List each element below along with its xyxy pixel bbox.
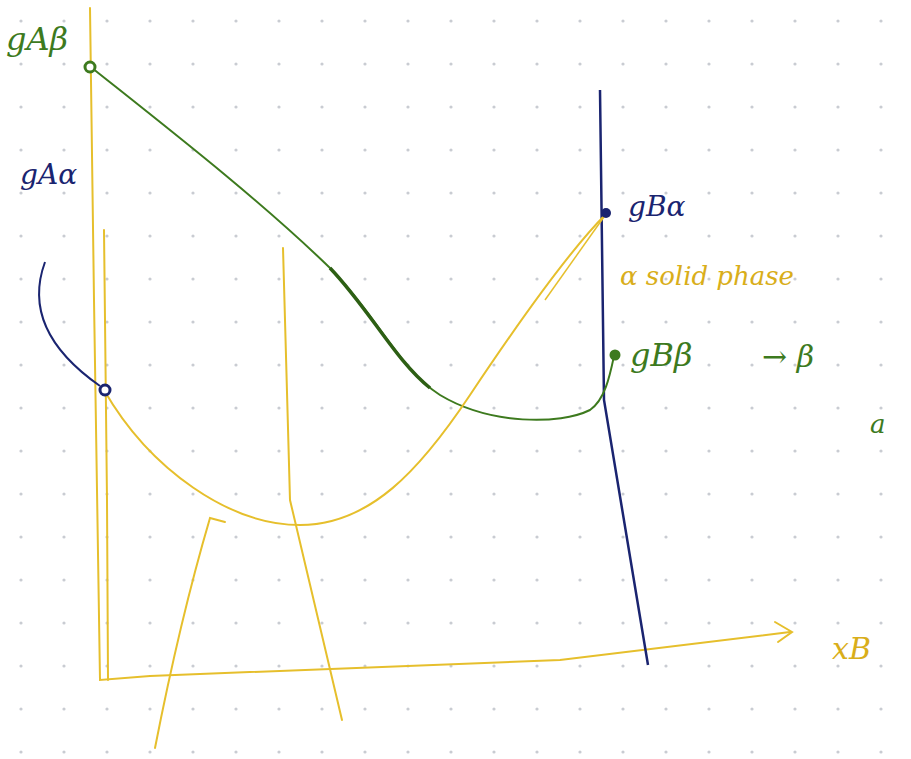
- xb-axis: [150, 632, 790, 676]
- alpha-leader: [545, 214, 606, 300]
- axes: [90, 8, 792, 748]
- beta-curve-emphasis: [330, 268, 430, 388]
- note-text: a: [868, 410, 888, 439]
- phase-label: α solid phase: [618, 262, 796, 291]
- energy-label: gAβ: [4, 22, 70, 57]
- phase-label: → β: [760, 340, 816, 373]
- pure-b-axis: [600, 90, 648, 665]
- axis-arrowhead: [775, 622, 792, 642]
- g-axis: [90, 8, 150, 680]
- bracket-curve: [39, 262, 100, 386]
- end-point: [610, 350, 621, 361]
- axis-label: xB: [830, 632, 873, 665]
- axis-double-line: [104, 230, 108, 680]
- energy-label: gAα: [18, 160, 79, 191]
- energy-label: gBβ: [628, 338, 695, 373]
- end-point: [100, 385, 110, 395]
- end-point: [85, 62, 95, 72]
- end-point: [601, 208, 611, 218]
- beta-curve: [92, 68, 614, 420]
- alpha-curve: [104, 214, 606, 525]
- energy-label: gBα: [626, 192, 687, 223]
- bracket-mark: [155, 518, 225, 748]
- composition-line: [283, 248, 342, 720]
